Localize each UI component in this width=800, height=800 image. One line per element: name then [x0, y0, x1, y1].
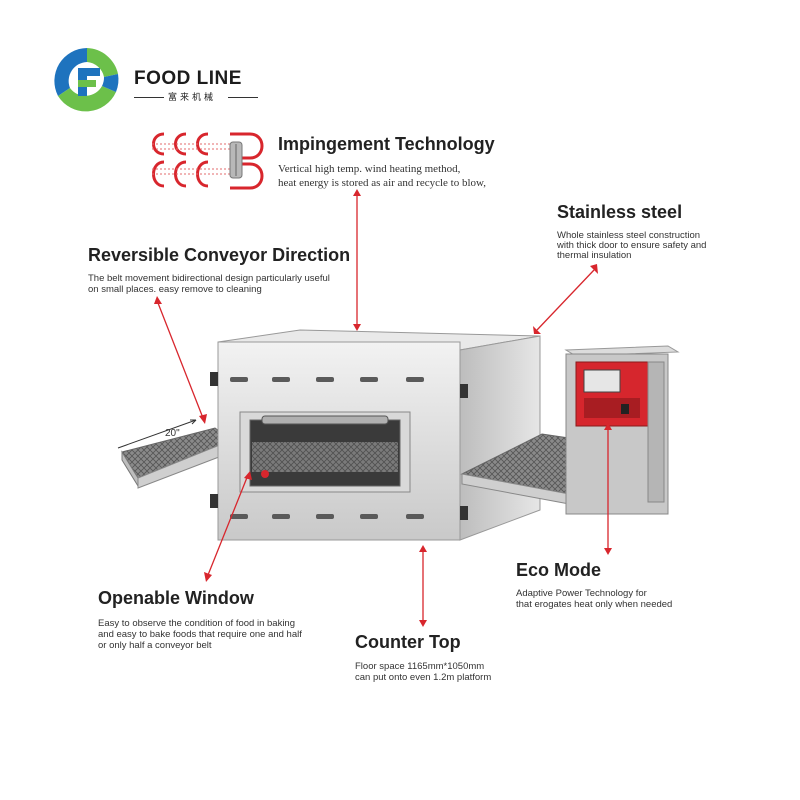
counter-desc-1: Floor space 1165mm*1050mm	[355, 661, 485, 672]
reversible-desc-1: The belt movement bidirectional design p…	[88, 273, 330, 284]
reversible-desc-2: on small places. easy remove to cleaning	[88, 284, 262, 295]
oven-right-side-panel	[459, 335, 541, 541]
impingement-desc-2: heat energy is stored as air and recycle…	[278, 177, 487, 189]
brand-logo	[50, 44, 124, 118]
impingement-desc-1: Vertical high temp. wind heating method,	[278, 163, 461, 175]
brand-divider-left	[134, 97, 164, 98]
counter-title: Counter Top	[355, 632, 461, 652]
control-panel	[564, 345, 680, 515]
left-conveyor-belt	[121, 427, 234, 489]
window-desc-2: and easy to bake foods that require one …	[98, 629, 302, 640]
eco-title: Eco Mode	[516, 560, 602, 580]
airflow-arrows-icon	[152, 132, 264, 190]
stainless-title: Stainless steel	[557, 202, 683, 222]
window-desc-1: Easy to observe the condition of food in…	[98, 618, 295, 629]
openable-window	[239, 411, 411, 493]
food-line-logo-icon	[54, 48, 119, 112]
brand-subtitle: 富来机械	[168, 93, 217, 103]
counter-desc-2: can put onto even 1.2m platform	[355, 672, 492, 683]
stainless-desc-1: Whole stainless steel construction	[557, 230, 701, 241]
stainless-desc-2: with thick door to ensure safety and	[557, 240, 707, 251]
impingement-airflow-diagram	[146, 128, 270, 194]
impingement-title: Impingement Technology	[278, 134, 495, 154]
window-title: Openable Window	[98, 588, 254, 608]
eco-desc-2: that erogates heat only when needed	[516, 599, 673, 610]
brand-divider-right	[228, 97, 258, 98]
conveyor-width-label: 20"	[165, 428, 180, 439]
brand-name: FOOD LINE	[134, 68, 242, 89]
window-desc-3: or only half a conveyor belt	[98, 640, 212, 651]
eco-desc-1: Adaptive Power Technology for	[516, 588, 647, 599]
stainless-desc-3: thermal insulation	[557, 250, 632, 261]
reversible-title: Reversible Conveyor Direction	[88, 245, 351, 265]
